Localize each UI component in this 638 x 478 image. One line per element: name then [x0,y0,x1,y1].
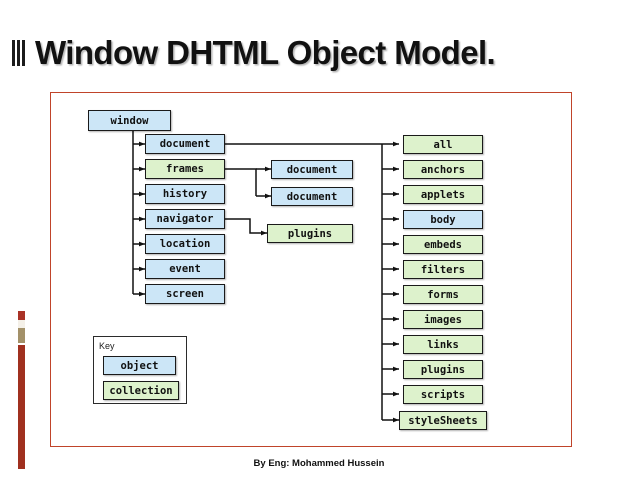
node-label: images [424,313,462,326]
node-forms[interactable]: forms [403,285,483,304]
node-label: all [433,138,453,151]
node-label: event [169,263,201,275]
decor-bar-segment-2 [18,320,25,328]
node-label: screen [166,288,204,300]
node-label: plugins [287,227,333,240]
node-anchors[interactable]: anchors [403,160,483,179]
three-bars-icon [12,40,26,66]
node-label: embeds [424,238,462,251]
legend-item-label: collection [109,384,173,397]
node-navigator-plugins[interactable]: plugins [267,224,353,243]
node-history[interactable]: history [145,184,225,204]
decor-bar-segment-1 [18,311,25,320]
node-images[interactable]: images [403,310,483,329]
node-label: document [159,138,211,150]
page-title: Window DHTML Object Model. [35,34,496,71]
node-label: frames [166,163,204,175]
node-all[interactable]: all [403,135,483,154]
node-document[interactable]: document [145,134,225,154]
node-label: document [286,190,338,203]
node-label: body [430,213,456,226]
node-embeds[interactable]: embeds [403,235,483,254]
node-label: filters [420,263,466,276]
legend-caption: Key [99,341,115,351]
node-label: history [162,188,208,200]
node-label: forms [427,288,459,301]
node-filters[interactable]: filters [403,260,483,279]
node-label: plugins [420,363,466,376]
node-location[interactable]: location [145,234,225,254]
node-body[interactable]: body [403,210,483,229]
node-label: scripts [420,388,466,401]
node-event[interactable]: event [145,259,225,279]
node-label: location [159,238,211,250]
node-plugins[interactable]: plugins [403,360,483,379]
node-frames-document-2[interactable]: document [271,187,353,206]
node-frames[interactable]: frames [145,159,225,179]
legend-item-collection: collection [103,381,179,400]
node-screen[interactable]: screen [145,284,225,304]
node-navigator[interactable]: navigator [145,209,225,229]
node-label: navigator [156,213,214,225]
legend-item-object: object [103,356,176,375]
slide-title-row: Window DHTML Object Model. [12,34,496,72]
node-label: styleSheets [408,414,478,427]
legend-item-label: object [120,359,159,372]
node-window[interactable]: window [88,110,171,131]
node-applets[interactable]: applets [403,185,483,204]
node-stylesheets[interactable]: styleSheets [399,411,487,430]
node-label: window [110,114,149,127]
node-links[interactable]: links [403,335,483,354]
node-label: links [427,338,459,351]
node-label: applets [420,188,466,201]
decor-bar-segment-4 [18,345,25,469]
node-label: document [286,163,338,176]
node-scripts[interactable]: scripts [403,385,483,404]
node-frames-document-1[interactable]: document [271,160,353,179]
slide-footer: By Eng: Mohammed Hussein [253,458,385,469]
node-label: anchors [420,163,466,176]
decor-bar-segment-3 [18,328,25,343]
